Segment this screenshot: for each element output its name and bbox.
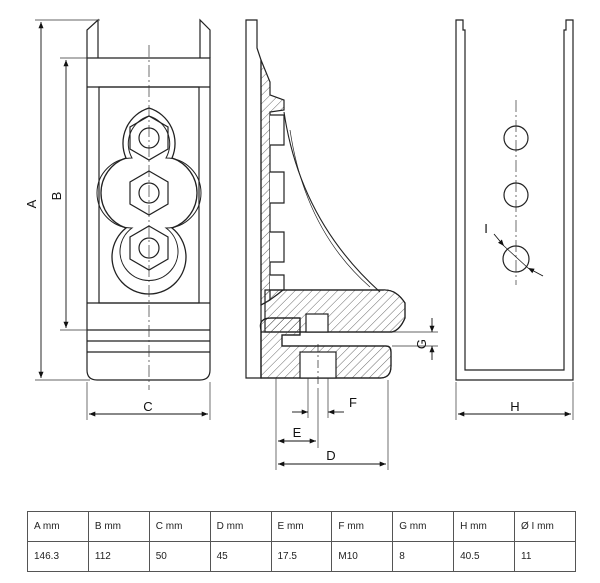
value-g: 8 <box>392 541 455 572</box>
header-d: D mm <box>209 511 272 542</box>
dimension-label-d: D <box>326 448 335 463</box>
header-i: Ø I mm <box>514 511 576 542</box>
spec-table: A mm B mm C mm D mm E mm F mm G mm H mm … <box>27 511 576 572</box>
dimension-f: F <box>292 378 357 418</box>
side-view <box>455 19 574 381</box>
header-g: G mm <box>392 511 455 542</box>
value-f: M10 <box>331 541 394 572</box>
section-view <box>245 19 406 385</box>
dimension-label-a: A <box>24 199 39 208</box>
value-d: 45 <box>209 541 272 572</box>
dimension-label-c: C <box>143 399 152 414</box>
value-b: 112 <box>87 541 150 572</box>
header-c: C mm <box>148 511 211 542</box>
spec-table-value-row: 146.3 112 50 45 17.5 M10 8 40.5 11 <box>27 541 576 572</box>
dimension-b: B <box>49 57 90 331</box>
header-b: B mm <box>87 511 150 542</box>
dimension-e: E <box>275 378 319 470</box>
spec-table-header-row: A mm B mm C mm D mm E mm F mm G mm H mm … <box>27 511 576 542</box>
value-c: 50 <box>148 541 211 572</box>
dimension-g: G <box>392 318 438 360</box>
dimension-label-e: E <box>293 425 302 440</box>
dimension-label-h: H <box>510 399 519 414</box>
dimension-a: A <box>24 19 100 381</box>
dimension-d: D <box>278 380 389 470</box>
dimension-c: C <box>86 382 211 420</box>
dimension-label-i: I <box>484 221 488 236</box>
dimension-i: I <box>484 221 544 277</box>
front-view <box>86 18 211 381</box>
dimension-label-b: B <box>49 192 64 201</box>
header-a: A mm <box>27 511 89 542</box>
value-i: 11 <box>514 541 576 572</box>
header-f: F mm <box>331 511 394 542</box>
value-e: 17.5 <box>270 541 333 572</box>
dimension-h: H <box>455 382 574 420</box>
dimension-label-g: G <box>414 339 429 349</box>
value-a: 146.3 <box>27 541 89 572</box>
header-h: H mm <box>453 511 515 542</box>
header-e: E mm <box>270 511 333 542</box>
value-h: 40.5 <box>453 541 515 572</box>
dimension-label-f: F <box>349 395 357 410</box>
technical-drawing: A B C <box>24 18 574 470</box>
